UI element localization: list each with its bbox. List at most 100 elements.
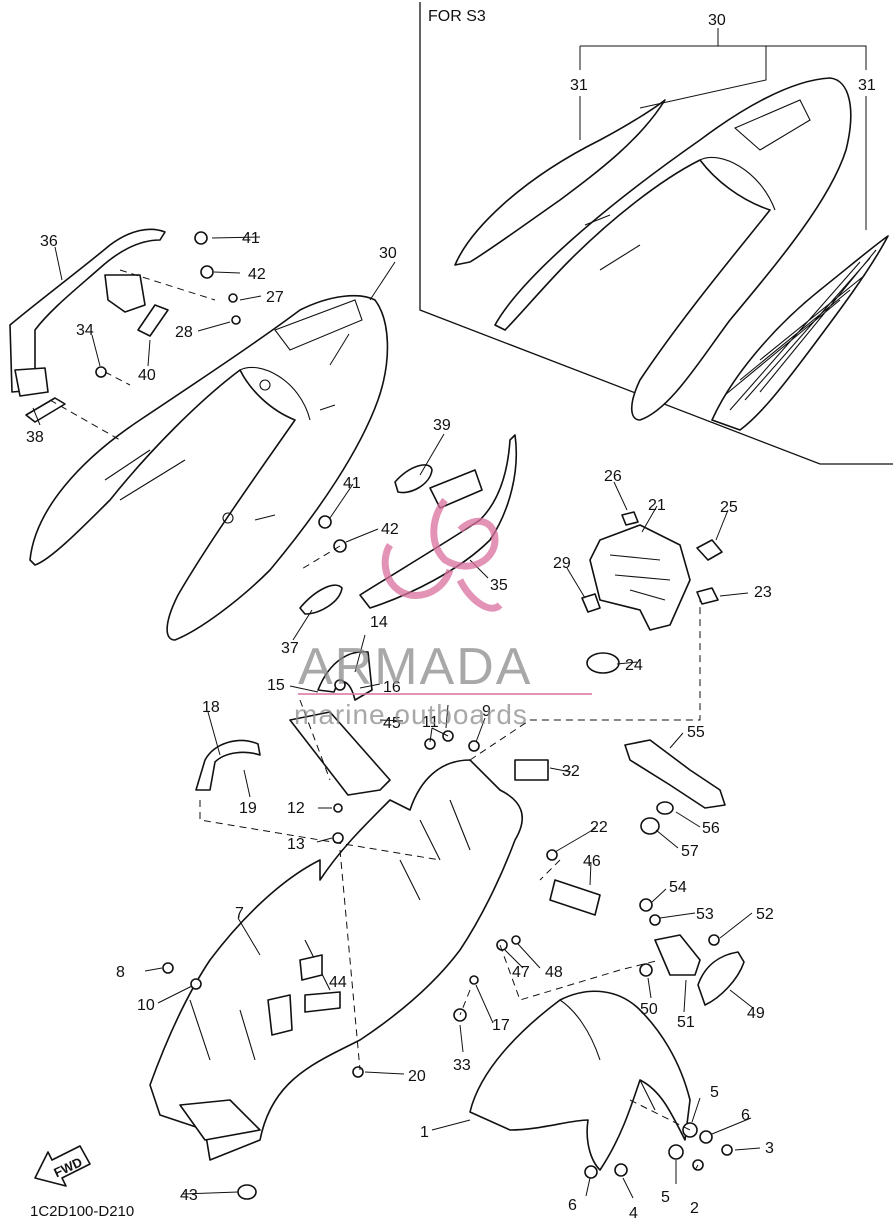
watermark-brand: ARMADA (298, 638, 532, 696)
bolt-22 (546, 849, 558, 861)
inset-callout-31-right: 31 (858, 77, 876, 94)
callout-8: 8 (116, 964, 125, 981)
bolt-41b (318, 515, 332, 529)
callout-57: 57 (681, 843, 699, 860)
bolt-8 (162, 962, 174, 974)
bolt-54 (639, 898, 653, 912)
damper-43 (237, 1184, 257, 1200)
inset-for-s3: FOR S3 30 31 31 (419, 2, 893, 465)
bolt-16 (334, 679, 346, 691)
callout-17: 17 (492, 1017, 510, 1034)
callouts: 1 2 3 4 5 6 7 8 9 10 11 12 13 14 15 16 1… (26, 230, 774, 1218)
rivet-13 (332, 832, 344, 844)
callout-15: 15 (267, 677, 285, 694)
grommet-37 (299, 584, 343, 615)
washer-53 (649, 914, 661, 926)
nut-47 (496, 939, 508, 951)
callout-42-second: 42 (381, 521, 399, 538)
callout-9: 9 (482, 703, 491, 720)
callout-23: 23 (754, 584, 772, 601)
inset-callout-31-left: 31 (570, 77, 588, 94)
washer-17 (469, 975, 479, 985)
watermark: ARMADA marine outboards (294, 497, 592, 730)
callout-20: 20 (408, 1068, 426, 1085)
cover-45 (289, 711, 391, 796)
callout-42: 42 (248, 266, 266, 283)
callout-6: 6 (741, 1107, 750, 1124)
callout-38: 38 (26, 429, 44, 446)
cap-26 (621, 511, 639, 526)
watermark-logo-icon (381, 497, 503, 612)
washer-42 (200, 265, 214, 279)
callout-28: 28 (175, 324, 193, 341)
reflector-46 (549, 879, 601, 916)
fwd-arrow: FWD (34, 1145, 91, 1187)
front-fender (469, 990, 691, 1171)
callout-4: 4 (629, 1205, 638, 1218)
callout-11: 11 (422, 714, 439, 731)
callout-7: 7 (235, 905, 244, 922)
fasteners (95, 231, 733, 1200)
inset-callout-30: 30 (708, 12, 726, 29)
callout-29: 29 (553, 555, 571, 572)
callout-5-second: 5 (661, 1189, 670, 1206)
rear-fender (149, 759, 524, 1161)
callout-45: 45 (383, 715, 401, 732)
collar-28 (231, 315, 241, 325)
callout-52: 52 (756, 906, 774, 923)
callout-25: 25 (720, 499, 738, 516)
damper-24 (586, 652, 620, 674)
callout-26: 26 (604, 468, 622, 485)
callout-10: 10 (137, 997, 155, 1014)
callout-3: 3 (765, 1140, 774, 1157)
callout-13: 13 (287, 836, 305, 853)
callout-56: 56 (702, 820, 720, 837)
callout-50: 50 (640, 1001, 658, 1018)
callout-5: 5 (710, 1084, 719, 1101)
nut-29 (581, 593, 601, 613)
nut-9 (468, 740, 480, 752)
callout-55: 55 (687, 724, 705, 741)
leader-lines (32, 236, 761, 1199)
nut-4 (614, 1163, 628, 1177)
screw-52 (708, 934, 720, 946)
callout-44: 44 (329, 974, 347, 991)
grommet-40 (137, 304, 169, 337)
callout-51: 51 (677, 1014, 695, 1031)
callout-34: 34 (76, 322, 94, 339)
callout-24: 24 (625, 657, 643, 674)
callout-33: 33 (453, 1057, 471, 1074)
clip-25 (696, 539, 723, 561)
callout-16: 16 (383, 679, 401, 696)
callout-46: 46 (583, 853, 601, 870)
callout-40: 40 (138, 367, 156, 384)
grommet-38 (25, 397, 66, 423)
nut-10 (190, 978, 202, 990)
callout-53: 53 (696, 906, 714, 923)
callout-37: 37 (281, 640, 299, 657)
callout-22: 22 (590, 819, 608, 836)
assembly-lines (49, 269, 701, 1131)
washer-6b (584, 1165, 598, 1179)
callout-35: 35 (490, 577, 508, 594)
nut-57 (640, 817, 660, 835)
screw-34 (95, 366, 107, 378)
diagram-code: 1C2D100-D210 (30, 1203, 134, 1218)
callout-49: 49 (747, 1005, 765, 1022)
collar-56 (656, 801, 674, 815)
callout-39: 39 (433, 417, 451, 434)
callout-54: 54 (669, 879, 687, 896)
callout-14: 14 (370, 614, 388, 631)
callout-41-second: 41 (343, 475, 361, 492)
bracket-21 (589, 524, 691, 631)
watermark-tagline: marine outboards (294, 699, 528, 730)
callout-27: 27 (266, 289, 284, 306)
callout-47: 47 (512, 964, 530, 981)
screw-27 (228, 293, 238, 303)
bolt-3 (721, 1144, 733, 1156)
callout-41: 41 (242, 230, 260, 247)
callout-1: 1 (420, 1124, 429, 1141)
bracket-55 (624, 739, 726, 809)
callout-30: 30 (379, 245, 397, 262)
